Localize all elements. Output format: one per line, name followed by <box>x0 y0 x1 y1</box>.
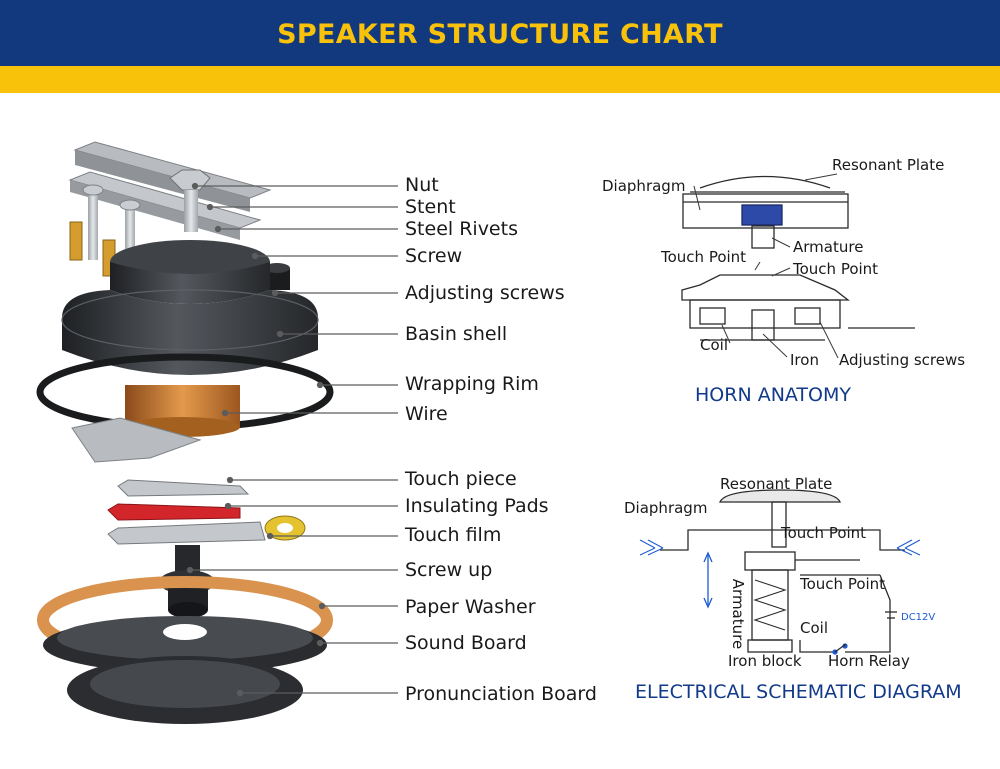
label-screw-up: Screw up <box>405 559 493 581</box>
label-steel-rivets: Steel Rivets <box>405 218 518 240</box>
label-nut: Nut <box>405 174 439 196</box>
label-paper-washer: Paper Washer <box>405 596 536 618</box>
horn-anatomy-caption: HORN ANATOMY <box>695 384 851 406</box>
schematic-touch-point-bottom: Touch Point <box>800 575 886 593</box>
pronunciation-board <box>67 656 303 724</box>
anatomy-armature: Armature <box>793 238 864 256</box>
page-title: SPEAKER STRUCTURE CHART <box>277 19 723 50</box>
header-stripe <box>0 66 1000 93</box>
anatomy-touch-point-left: Touch Point <box>661 248 747 266</box>
schematic-armature: Armature <box>729 578 748 650</box>
anatomy-diaphragm: Diaphragm <box>602 177 686 195</box>
schematic-iron-block: Iron block <box>728 652 802 670</box>
label-stent: Stent <box>405 196 456 218</box>
label-sound-board: Sound Board <box>405 632 527 654</box>
insulating-pad <box>107 503 241 521</box>
label-pronunciation-board: Pronunciation Board <box>405 683 597 705</box>
adjusting-screw <box>264 263 290 290</box>
basin-shell <box>61 240 319 375</box>
anatomy-resonant-plate: Resonant Plate <box>832 156 945 174</box>
schematic-diaphragm: Diaphragm <box>624 499 708 517</box>
schematic-voltage: DC12V <box>901 612 936 623</box>
anatomy-touch-point-right: Touch Point <box>793 260 879 278</box>
schematic-coil: Coil <box>800 619 828 637</box>
touch-film <box>107 515 306 545</box>
label-wire: Wire <box>405 403 448 425</box>
header-bar <box>0 0 1000 66</box>
schematic-resonant-plate: Resonant Plate <box>720 475 833 493</box>
label-basin-shell: Basin shell <box>405 323 508 345</box>
nut <box>169 169 211 232</box>
steel-rivets <box>82 184 141 270</box>
label-touch-film: Touch film <box>405 524 502 546</box>
leader-lines <box>186 182 398 697</box>
schematic-touch-point-top: Touch Point <box>781 524 867 542</box>
label-wrapping-rim: Wrapping Rim <box>405 373 539 395</box>
anatomy-adjusting-screws: Adjusting screws <box>839 351 966 369</box>
schematic-caption: ELECTRICAL SCHEMATIC DIAGRAM <box>635 681 962 703</box>
label-screw: Screw <box>405 245 463 267</box>
label-insulating-pads: Insulating Pads <box>405 495 549 517</box>
anatomy-iron: Iron <box>790 351 819 369</box>
coil-wire <box>124 385 240 437</box>
anatomy-coil: Coil <box>700 336 728 354</box>
label-adjusting-screws: Adjusting screws <box>405 282 565 304</box>
label-touch-piece: Touch piece <box>405 468 517 490</box>
lower-bracket <box>71 417 202 463</box>
touch-piece <box>117 479 250 497</box>
sound-board <box>43 616 327 673</box>
schematic-horn-relay: Horn Relay <box>828 652 910 670</box>
